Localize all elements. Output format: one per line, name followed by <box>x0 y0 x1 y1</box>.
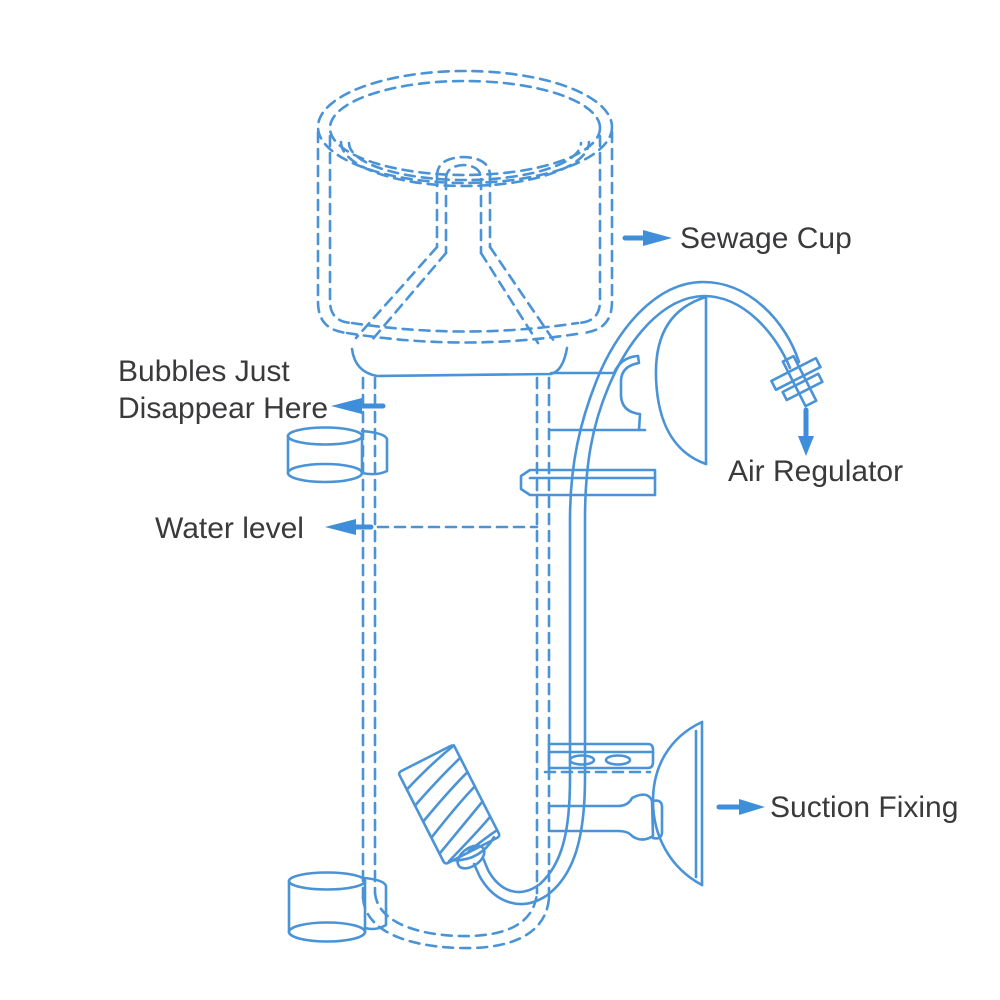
bubbles-callout: Bubbles Just Disappear Here <box>118 355 386 425</box>
cup-rim-inner <box>328 79 602 177</box>
cup-opening-arc-outer <box>339 140 591 188</box>
valve-wing-upper <box>770 356 822 392</box>
lower-outlet-port <box>287 871 388 943</box>
cup-rim-outer <box>316 69 614 185</box>
air-stone <box>397 744 501 865</box>
lower-clamp-stem <box>651 799 664 840</box>
tube-bottom-inner <box>373 891 539 938</box>
funnel-neck-dome-inner <box>444 163 483 181</box>
bubbles-arrow-icon <box>331 398 362 414</box>
bubbles-label-line1: Bubbles Just <box>118 355 290 388</box>
lower-suction-mount <box>543 720 704 887</box>
lower-outlet-sides <box>287 879 367 934</box>
air-regulator-callout: Air Regulator <box>728 407 903 488</box>
upper-outlet-bottom <box>286 462 364 484</box>
air-stone-connector <box>456 844 486 870</box>
upper-outlet-sleeve <box>360 429 389 476</box>
bubbles-label-line2: Disappear Here <box>118 392 328 425</box>
sewage-cup <box>316 69 614 378</box>
air-regulator-label: Air Regulator <box>728 455 903 488</box>
suction-fixing-label: Suction Fixing <box>770 791 958 824</box>
lower-bracket-slot-right <box>604 754 632 766</box>
suction-fixing-callout: Suction Fixing <box>716 791 958 824</box>
water-level: Water level <box>155 512 539 545</box>
upper-suction-bell <box>654 295 708 466</box>
lower-bracket-bar <box>547 742 655 770</box>
funnel-neck-dome-outer <box>435 155 492 178</box>
upper-mount-arm-top <box>549 354 640 375</box>
cup-seat-collar <box>350 346 569 378</box>
upper-mount-knob <box>619 354 642 432</box>
lower-outlet-sleeve <box>363 876 388 931</box>
tube-bottom-outer <box>361 896 551 950</box>
valve-shaft <box>781 354 818 408</box>
lower-clamp-body <box>547 793 655 841</box>
water-level-label: Water level <box>155 512 304 545</box>
upper-outlet-sides <box>286 434 364 475</box>
air-stone-body <box>397 744 501 865</box>
cup-wall-left-inner <box>328 134 354 325</box>
upper-bracket-bar <box>519 468 657 497</box>
cup-wall-right-inner <box>576 134 602 325</box>
upper-outlet-port <box>286 426 389 484</box>
air-tube-edge-b <box>472 294 792 906</box>
cup-bottom-outer <box>345 331 585 344</box>
funnel-flare-right-outer <box>488 245 556 343</box>
upper-suction-mount <box>519 295 708 497</box>
suction-fixing-arrow-icon <box>739 799 765 815</box>
valve-wing-lower <box>781 372 824 402</box>
main-tube <box>361 376 551 950</box>
cup-wall-right-outer <box>581 130 614 335</box>
sewage-cup-callout: Sewage Cup <box>622 222 852 255</box>
cup-wall-left-outer <box>316 130 349 335</box>
air-stone-grain <box>405 744 499 863</box>
lower-outlet-top <box>287 871 367 891</box>
air-line <box>472 280 801 906</box>
lower-suction-bell <box>651 720 704 887</box>
sewage-cup-arrow-icon <box>643 230 672 246</box>
lower-outlet-bottom <box>287 921 367 943</box>
lower-bracket-slot-left <box>568 754 596 766</box>
funnel-flare-right-inner <box>479 251 540 345</box>
water-level-arrow-icon <box>325 519 356 535</box>
air-tube-edge-a <box>481 280 801 894</box>
funnel-flare-left-inner <box>370 251 448 342</box>
cup-opening-arc-inner <box>347 141 583 182</box>
sewage-cup-label: Sewage Cup <box>680 222 852 255</box>
funnel-flare-left-outer <box>354 245 439 340</box>
air-regulator-valve <box>770 354 824 408</box>
air-regulator-arrow-icon <box>798 436 814 456</box>
upper-outlet-top <box>286 426 364 446</box>
